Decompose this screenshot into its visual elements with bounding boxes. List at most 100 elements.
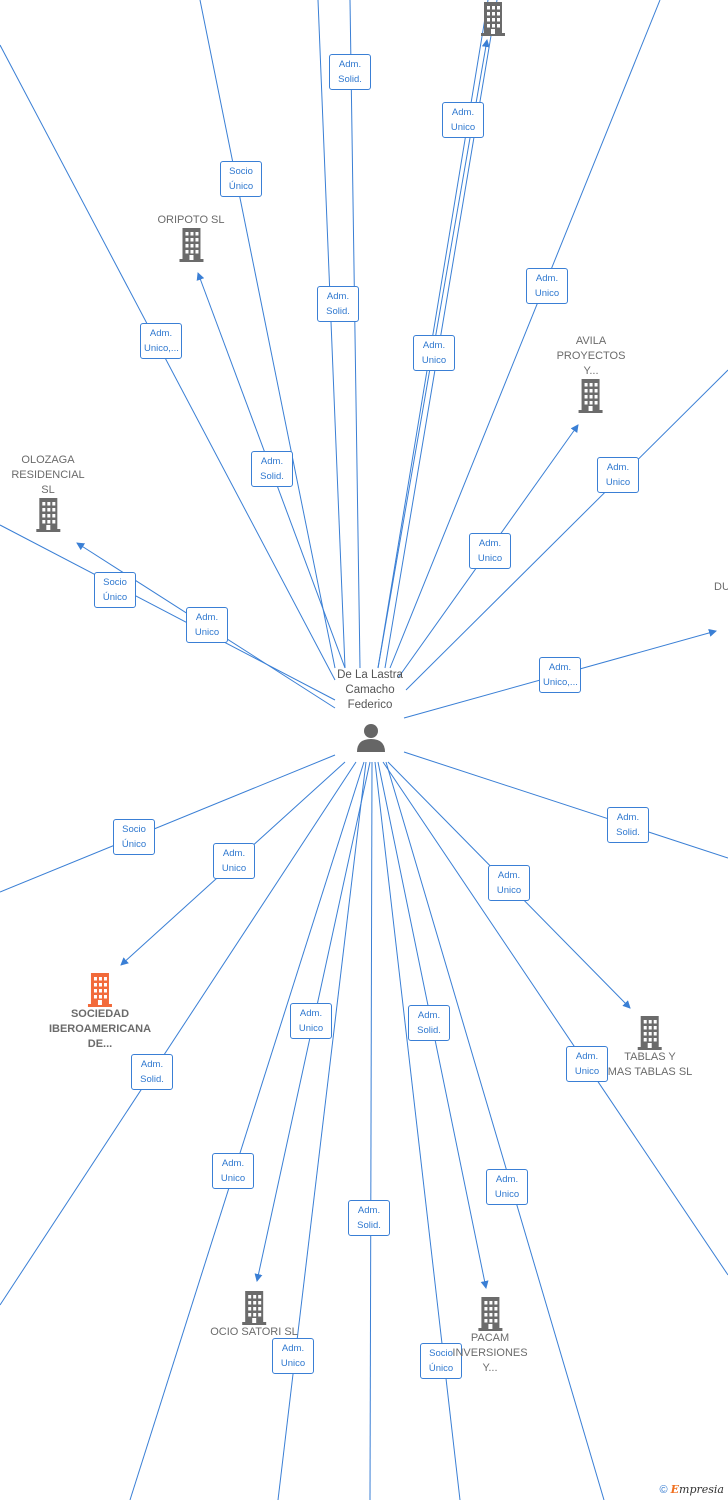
relation-label-text: Unico [605, 477, 631, 488]
relation-label[interactable]: Adm.Solid. [408, 1005, 450, 1041]
relation-edge [199, 0, 336, 669]
relation-label-text: Unico [421, 355, 447, 366]
relation-label[interactable]: Adm. Unico [469, 533, 511, 569]
relation-edge [0, 761, 357, 1306]
relation-label-text: Unico [194, 627, 220, 638]
relation-label-text: Unico [221, 863, 247, 874]
relation-edge [405, 369, 728, 691]
company-node-du[interactable]: DU [714, 580, 728, 595]
relation-label[interactable]: Adm.Solid. [348, 1200, 390, 1236]
relation-label-text: Socio [229, 166, 253, 177]
relation-edge [317, 0, 346, 669]
relation-label[interactable]: Adm.Unico [566, 1046, 608, 1082]
relation-edge [0, 524, 336, 701]
relation-label-text: Adm. [357, 1205, 381, 1216]
building-icon [608, 1016, 693, 1050]
relation-label-text: Solid. [616, 827, 640, 838]
person-icon[interactable] [356, 722, 386, 757]
relation-label-text: Adm. [422, 340, 446, 351]
building-icon [11, 498, 84, 532]
company-node-top[interactable] [479, 2, 507, 36]
relation-label[interactable]: Adm. Unico,... [140, 323, 182, 359]
relation-label[interactable]: Adm.Unico,... [539, 657, 581, 693]
relation-label-text: Adm. [260, 456, 284, 467]
relation-edge [349, 0, 361, 669]
company-name: OCIO SATORI SL [210, 1326, 298, 1338]
relation-label[interactable]: Adm. Unico [212, 1153, 254, 1189]
relation-label-text: Unico [534, 288, 560, 299]
relation-edge [277, 761, 367, 1500]
relation-label-text: Adm. [417, 1010, 441, 1021]
building-icon [49, 973, 151, 1007]
relation-label-text: Adm. [149, 328, 173, 339]
building-icon [210, 1291, 298, 1325]
company-name: DU [714, 581, 728, 593]
relation-label[interactable]: Adm.Unico [526, 268, 568, 304]
relation-edge [369, 761, 373, 1500]
relation-label-text: Adm. [451, 107, 475, 118]
company-name: PACAM [470, 1332, 510, 1344]
relation-label-text: Único [428, 1363, 454, 1374]
relation-edge [403, 751, 728, 859]
company-name: ORIPOTO SL [157, 214, 225, 226]
relation-label-text: Adm. [616, 812, 640, 823]
relation-label[interactable]: Adm.Solid. [329, 54, 371, 90]
company-name: SL [41, 484, 55, 496]
relation-label[interactable]: Adm. Unico [213, 843, 255, 879]
relation-edge [129, 761, 365, 1500]
relation-label[interactable]: Adm.Unico [488, 865, 530, 901]
relation-label[interactable]: Adm.Unico [186, 607, 228, 643]
relation-label-text: Adm. [281, 1343, 305, 1354]
building-icon [452, 1297, 527, 1331]
relation-label-text: Adm. [140, 1059, 164, 1070]
relation-label-text: Solid. [140, 1074, 164, 1085]
relation-label-text: Unico [280, 1358, 306, 1369]
relation-label[interactable]: Adm. Solid. [607, 807, 649, 843]
relation-label[interactable]: Adm.Unico [486, 1169, 528, 1205]
building-icon [479, 2, 507, 36]
relation-label[interactable]: Adm. Solid. [131, 1054, 173, 1090]
relation-label-text: Único [228, 181, 254, 192]
relation-label[interactable]: Adm. Solid. [251, 451, 293, 487]
relation-edge [389, 0, 661, 669]
relation-label[interactable]: Adm. Unico [272, 1338, 314, 1374]
relation-label-text: Adm. [548, 662, 572, 673]
company-name: OLOZAGA [21, 454, 75, 466]
relation-label-text: Adm. [222, 848, 246, 859]
relation-label-text: Unico [450, 122, 476, 133]
relation-label[interactable]: Adm.Solid. [317, 286, 359, 322]
relation-label[interactable]: Adm. Unico [597, 457, 639, 493]
relation-label[interactable]: Adm.Unico [290, 1003, 332, 1039]
relation-label-text: Solid. [326, 306, 350, 317]
relation-label[interactable]: Adm. Unico [413, 335, 455, 371]
relation-label-text: Adm. [606, 462, 630, 473]
company-name: Y... [482, 1362, 498, 1374]
relation-label-text: Unico,... [144, 343, 179, 354]
relation-label-text: Solid. [260, 471, 284, 482]
company-node-pacam[interactable]: PACAM INVERSIONES Y... [452, 1297, 528, 1376]
relation-label-text: Adm. [495, 1174, 519, 1185]
relation-edge [385, 761, 605, 1500]
relation-edge [382, 761, 728, 1276]
relation-label-text: Unico [574, 1066, 600, 1077]
company-node-ocio[interactable]: OCIO SATORI SL [210, 1291, 298, 1340]
relation-label-text: Socio [103, 577, 127, 588]
company-node-oripoto[interactable]: ORIPOTO SL [157, 213, 225, 262]
relation-label-text: Adm. [221, 1158, 245, 1169]
company-name: INVERSIONES [452, 1347, 528, 1359]
relation-label-text: Unico [477, 553, 503, 564]
relation-label-text: Unico [220, 1173, 246, 1184]
relation-label-text: Adm. [478, 538, 502, 549]
relation-label[interactable]: Adm. Unico [442, 102, 484, 138]
center-person-name[interactable]: De La Lastra Camacho Federico [337, 669, 403, 711]
footer-brand: © Empresia [659, 1483, 724, 1496]
company-name: DE... [87, 1038, 113, 1050]
